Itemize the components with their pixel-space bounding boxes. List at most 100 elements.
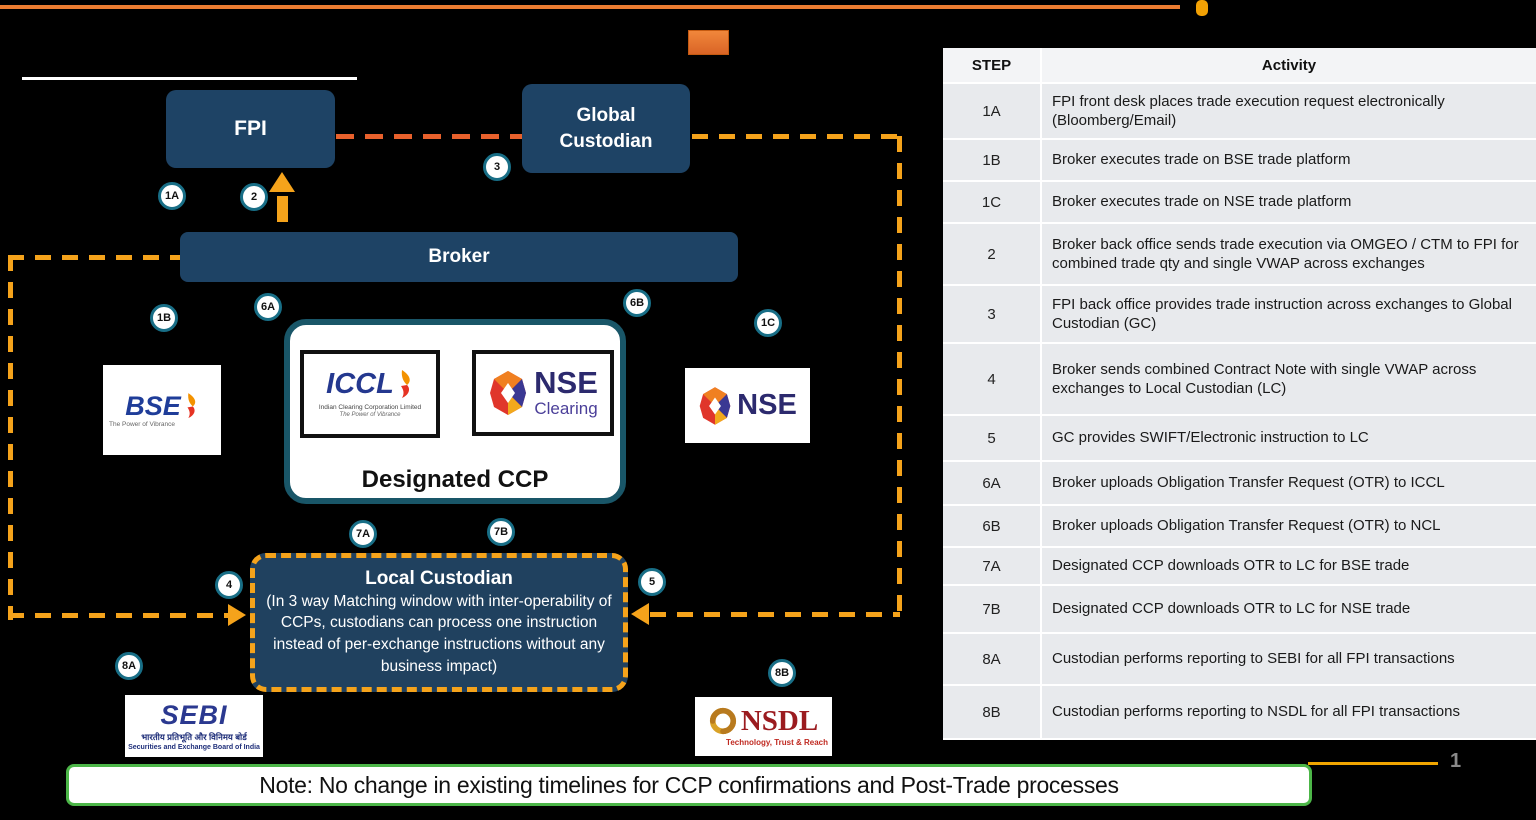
nsdl-logo: NSDL Technology, Trust & Reach — [695, 697, 832, 756]
table-cell-step: 8B — [982, 703, 1001, 721]
table-row: 6A Broker uploads Obligation Transfer Re… — [943, 462, 1536, 506]
arrowhead-broker-to-fpi — [269, 172, 295, 192]
top-accent-line — [0, 5, 1180, 9]
arrowhead-into-lc-left — [228, 604, 246, 626]
table-row: 1B Broker executes trade on BSE trade pl… — [943, 140, 1536, 182]
table-cell-activity: Broker executes trade on BSE trade platf… — [1040, 140, 1536, 180]
bottom-accent-line — [1308, 762, 1438, 765]
steps-table-body: 1A FPI front desk places trade execution… — [943, 84, 1536, 740]
table-row: 3 FPI back office provides trade instruc… — [943, 286, 1536, 344]
badge-7b: 7B — [487, 518, 515, 546]
table-row: 2 Broker back office sends trade executi… — [943, 224, 1536, 286]
table-row: 5 GC provides SWIFT/Electronic instructi… — [943, 416, 1536, 462]
table-row: 1A FPI front desk places trade execution… — [943, 84, 1536, 140]
title-underline — [22, 77, 357, 80]
table-cell-activity: GC provides SWIFT/Electronic instruction… — [1040, 416, 1536, 460]
local-custodian-body: (In 3 way Matching window with inter-ope… — [266, 592, 612, 675]
table-cell-activity: Custodian performs reporting to NSDL for… — [1040, 686, 1536, 738]
bse-tagline: The Power of Vibrance — [109, 420, 175, 428]
table-cell-step: 8A — [982, 650, 1001, 668]
node-global-custodian: Global Custodian — [522, 84, 690, 173]
connector-gc-right — [692, 134, 900, 139]
badge-2: 2 — [240, 183, 268, 211]
badge-4: 4 — [215, 571, 243, 599]
connector-broker-left — [8, 255, 180, 260]
table-cell-activity: Broker uploads Obligation Transfer Reque… — [1040, 506, 1536, 546]
orange-marker-square — [688, 30, 729, 55]
nse-logo: NSE — [685, 368, 810, 443]
iccl-flame-icon — [400, 370, 410, 398]
table-cell-activity: Broker uploads Obligation Transfer Reque… — [1040, 462, 1536, 504]
connector-fpi-to-gc — [336, 134, 522, 139]
table-cell-step: 7A — [982, 557, 1001, 575]
badge-3: 3 — [483, 153, 511, 181]
node-local-custodian: Local Custodian (In 3 way Matching windo… — [250, 553, 628, 692]
table-cell-activity: FPI back office provides trade instructi… — [1040, 286, 1536, 342]
badge-6a: 6A — [254, 293, 282, 321]
table-cell-step: 3 — [987, 305, 996, 323]
arrowhead-into-lc-right — [631, 603, 649, 625]
badge-7a: 7A — [349, 520, 377, 548]
steps-table: STEP Activity 1A FPI front desk places t… — [943, 48, 1536, 740]
node-broker: Broker — [180, 232, 738, 282]
badge-1c: 1C — [754, 309, 782, 337]
table-cell-step: 1A — [982, 102, 1001, 120]
table-cell-step: 4 — [987, 370, 996, 388]
top-accent-pill — [1196, 0, 1208, 16]
nsdl-logo-text: NSDL — [740, 704, 819, 737]
badge-8b: 8B — [768, 659, 796, 687]
page-number: 1 — [1450, 750, 1462, 772]
connector-left-vertical — [8, 255, 13, 620]
table-row: 6B Broker uploads Obligation Transfer Re… — [943, 506, 1536, 548]
nse-emblem-icon — [699, 386, 731, 425]
node-gc-label: Global Custodian — [559, 104, 653, 152]
designated-ccp-label: Designated CCP — [361, 466, 549, 493]
table-cell-activity: Broker executes trade on NSE trade platf… — [1040, 182, 1536, 222]
badge-1b: 1B — [150, 304, 178, 332]
local-custodian-title: Local Custodian — [365, 567, 513, 589]
table-cell-activity: Custodian performs reporting to SEBI for… — [1040, 634, 1536, 684]
steps-table-header-activity: Activity — [1040, 48, 1536, 82]
table-cell-activity: Broker back office sends trade execution… — [1040, 224, 1536, 284]
table-row: 7B Designated CCP downloads OTR to LC fo… — [943, 586, 1536, 634]
badge-6b: 6B — [623, 289, 651, 317]
badge-5: 5 — [638, 568, 666, 596]
steps-table-header-step: STEP — [971, 56, 1012, 74]
sebi-logo: SEBI भारतीय प्रतिभूति और विनिमय बोर्ड Se… — [125, 695, 263, 757]
table-row: 1C Broker executes trade on NSE trade pl… — [943, 182, 1536, 224]
table-cell-step: 1C — [981, 193, 1002, 211]
iccl-logo: ICCL Indian Clearing Corporation Limited… — [300, 350, 440, 438]
nse-emblem-icon — [490, 371, 527, 415]
table-cell-step: 6A — [982, 474, 1001, 492]
connector-right-vertical — [897, 136, 902, 614]
bse-flame-icon — [187, 392, 195, 418]
nse-clearing-text: NSE — [534, 365, 598, 400]
table-cell-step: 6B — [982, 517, 1001, 535]
badge-1a: 1A — [158, 182, 186, 210]
nsdl-tagline: Technology, Trust & Reach — [726, 737, 828, 747]
table-cell-step: 7B — [982, 600, 1001, 618]
note-banner: Note: No change in existing timelines fo… — [66, 764, 1312, 806]
connector-to-lc-left — [8, 613, 228, 618]
nsdl-swirl-icon — [709, 707, 736, 735]
note-text: Note: No change in existing timelines fo… — [259, 771, 1119, 798]
iccl-tagline: The Power of Vibrance — [339, 412, 401, 418]
node-fpi-label: FPI — [234, 117, 267, 140]
node-fpi: FPI — [166, 90, 335, 168]
table-cell-activity: Broker sends combined Contract Note with… — [1040, 344, 1536, 414]
sebi-logo-text: SEBI — [160, 699, 228, 730]
connector-to-lc-right — [650, 612, 900, 617]
badge-8a: 8A — [115, 652, 143, 680]
table-cell-activity: Designated CCP downloads OTR to LC for N… — [1040, 586, 1536, 632]
iccl-subtext: Indian Clearing Corporation Limited — [318, 404, 422, 411]
nse-clearing-logo: NSE Clearing — [472, 350, 614, 436]
table-cell-step: 1B — [982, 151, 1001, 169]
table-cell-activity: Designated CCP downloads OTR to LC for B… — [1040, 548, 1536, 584]
steps-table-header: STEP Activity — [943, 48, 1536, 84]
bse-logo: BSE The Power of Vibrance — [103, 365, 221, 455]
sebi-hindi-text: भारतीय प्रतिभूति और विनिमय बोर्ड — [141, 731, 247, 742]
table-row: 8A Custodian performs reporting to SEBI … — [943, 634, 1536, 686]
node-broker-label: Broker — [428, 246, 490, 267]
table-row: 8B Custodian performs reporting to NSDL … — [943, 686, 1536, 740]
table-cell-activity: FPI front desk places trade execution re… — [1040, 84, 1536, 138]
